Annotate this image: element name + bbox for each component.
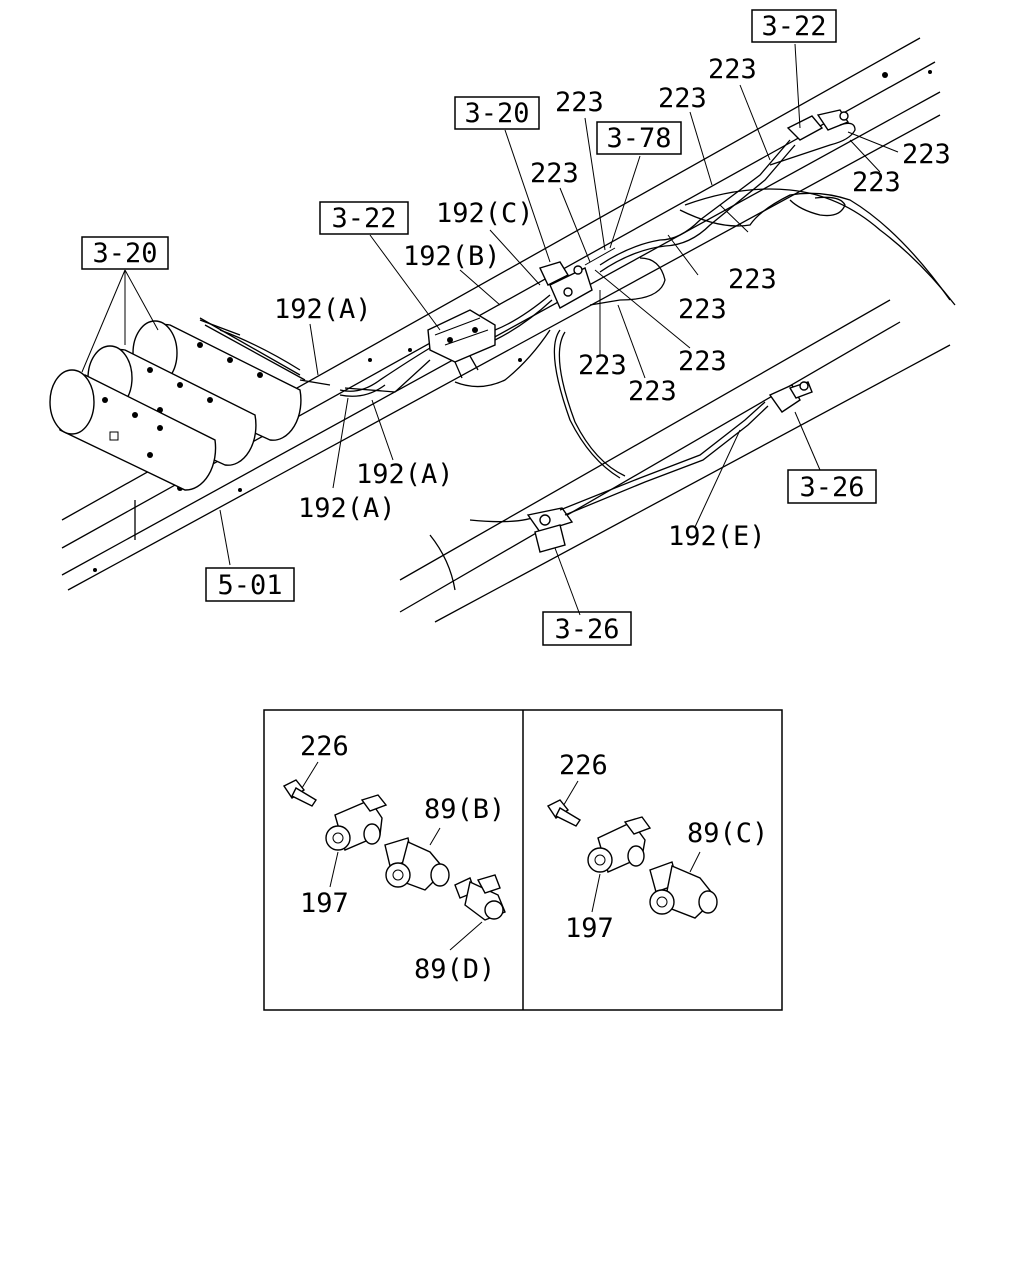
label-197: 197 [565,913,614,944]
callout-text: 3-26 [799,472,864,503]
callout-3-22-mid: 3-22 [319,201,409,235]
callout-text: 3-20 [464,98,529,129]
label-226: 226 [300,731,349,762]
tee-fitting-197 [587,816,652,873]
label-226: 226 [559,750,608,781]
bolt-226 [546,799,581,827]
valve-lower-right [768,381,813,413]
label-197: 197 [300,888,349,919]
valve-center [539,247,616,309]
label-223: 223 [708,54,757,85]
label-192b: 192(B) [403,241,501,272]
valve-lower-left [526,507,574,553]
label-89d: 89(D) [414,954,495,985]
label-192a: 192(A) [356,459,454,490]
elbow-89b [384,837,450,891]
bolt-226 [282,779,317,807]
label-223: 223 [530,158,579,189]
callout-5-01: 5-01 [205,567,295,602]
label-89b: 89(B) [424,794,505,825]
label-223: 223 [728,264,777,295]
detail-left-panel: 226 197 89(B) 89(D) [282,731,506,985]
air-tank-front [49,369,217,491]
callout-text: 5-01 [217,570,282,601]
callout-text: 3-26 [554,614,619,645]
callout-text: 3-78 [606,123,671,154]
label-223: 223 [555,87,604,118]
valve-top-right [786,109,850,141]
label-192a: 192(A) [298,493,396,524]
elbow-89c [649,861,718,919]
label-192a: 192(A) [274,294,372,325]
callout-3-26-right: 3-26 [787,469,877,504]
label-192e: 192(E) [668,521,766,552]
label-223: 223 [678,346,727,377]
fitting-89d [454,874,506,921]
callout-text: 3-22 [331,203,396,234]
detail-box [263,709,783,1011]
detail-right-panel: 226 197 89(C) [546,750,768,944]
label-223: 223 [902,139,951,170]
label-223: 223 [578,350,627,381]
callout-3-78: 3-78 [596,121,682,155]
callout-text: 3-22 [761,11,826,42]
callout-3-22-top: 3-22 [751,9,837,43]
tee-fitting-197 [325,794,388,851]
leader-lines [81,43,899,616]
label-223: 223 [852,167,901,198]
label-192c: 192(C) [436,198,534,229]
valve-left [427,309,496,379]
label-223: 223 [658,83,707,114]
air-tank-group [49,317,306,491]
callout-3-20-mid: 3-20 [454,96,540,130]
part-labels: 223 223 223 223 223 223 223 223 223 223 … [274,54,951,552]
callout-3-26-bottom: 3-26 [542,611,632,646]
label-223: 223 [628,376,677,407]
callout-3-20-left: 3-20 [81,236,169,270]
callout-text: 3-20 [92,238,157,269]
label-223: 223 [678,294,727,325]
label-89c: 89(C) [687,818,768,849]
air-lines [199,122,956,516]
frame-rail-lower [399,299,951,623]
